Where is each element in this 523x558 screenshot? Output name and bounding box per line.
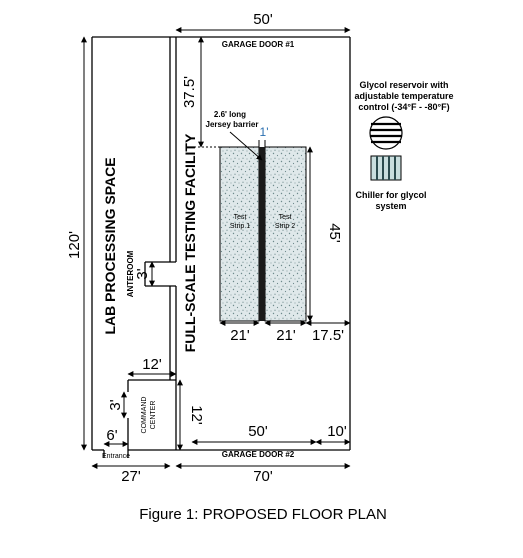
chiller-label-line1: Chiller for glycol xyxy=(355,190,426,200)
entrance-label: Entrance xyxy=(102,453,130,460)
glycol-chiller xyxy=(370,155,402,181)
dim-top-width: 50' xyxy=(253,11,273,28)
dim-strip2-width: 21' xyxy=(276,327,296,344)
reservoir-label-line3: control (-34°F - -80°F) xyxy=(358,102,449,112)
dim-total-height: 120' xyxy=(66,231,83,259)
figure-caption: Figure 1: PROPOSED FLOOR PLAN xyxy=(139,506,387,523)
dim-strip1-width: 21' xyxy=(230,327,250,344)
dim-anteroom: 3' xyxy=(134,268,151,279)
chiller-label-line2: system xyxy=(375,201,406,211)
reservoir-label-line1: Glycol reservoir with xyxy=(359,80,448,90)
barrier-label-line1: 2.6' long xyxy=(214,110,246,119)
barrier-label-line2: Jersey barrier xyxy=(206,120,259,129)
lab-space-label: LAB PROCESSING SPACE xyxy=(102,157,118,334)
building-walls xyxy=(91,36,351,458)
test-strip-2 xyxy=(264,146,307,322)
dim-entrance: 6' xyxy=(106,427,117,444)
strip1-label-line2: Strip 1 xyxy=(230,223,250,230)
testing-facility-label: FULL-SCALE TESTING FACILITY xyxy=(182,133,198,352)
anteroom-label: ANTEROOM xyxy=(126,250,135,297)
glycol-reservoir xyxy=(369,116,403,150)
strip2-label-line2: Strip 2 xyxy=(275,223,295,230)
dim-right-gap: 17.5' xyxy=(312,327,344,344)
garage-door-1-label: GARAGE DOOR #1 xyxy=(222,40,295,49)
strip2-label-line1: Test xyxy=(279,214,292,221)
dim-top-gap: 37.5' xyxy=(181,76,198,108)
test-strip-1 xyxy=(219,146,260,322)
barrier-width-label: 1' xyxy=(260,125,269,139)
dim-command-door: 3' xyxy=(107,399,124,410)
dim-bottom-right: 70' xyxy=(253,468,273,485)
reservoir-label-line2: adjustable temperature xyxy=(354,91,453,101)
dim-command-height: 12' xyxy=(188,405,205,425)
dim-bottom-left: 27' xyxy=(121,468,141,485)
dim-command-width: 12' xyxy=(142,356,162,373)
garage-door-2-label: GARAGE DOOR #2 xyxy=(222,450,295,459)
command-center-label-line1: COMMAND xyxy=(141,397,148,434)
command-center-label-line2: CENTER xyxy=(150,401,157,430)
strip1-label-line1: Test xyxy=(234,214,247,221)
dim-door2-width: 50' xyxy=(248,423,268,440)
dim-door2-right: 10' xyxy=(327,423,347,440)
jersey-barrier xyxy=(259,147,265,321)
dimension-lines xyxy=(81,27,351,469)
dim-strip-height: 45' xyxy=(326,223,343,243)
